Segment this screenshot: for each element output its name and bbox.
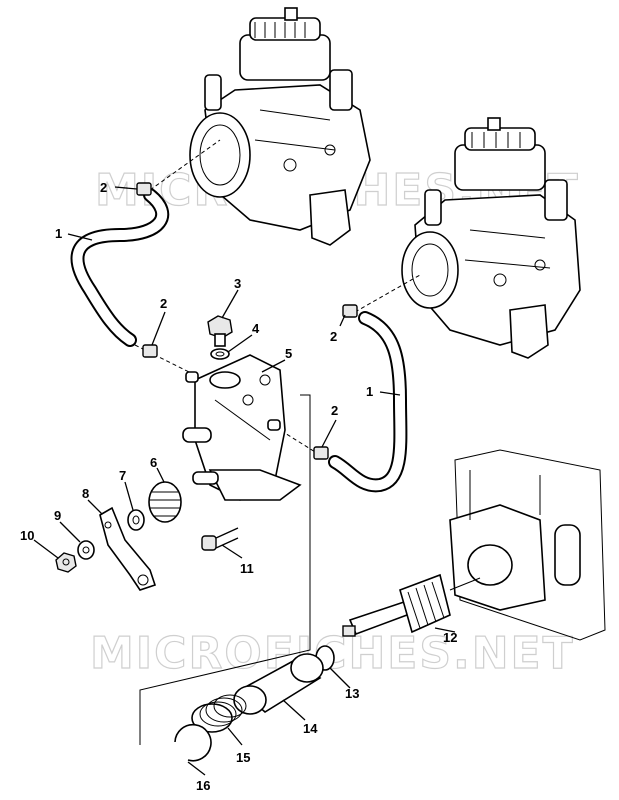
- carburetor-upper: [189, 7, 371, 246]
- oil-line-left: [70, 139, 221, 376]
- callout-2-right: 2: [330, 329, 337, 344]
- callout-labels: 1 1 2 2 2 2 3 4 5 6 7 8 9 10 11 12 13 14…: [20, 180, 457, 793]
- callout-2-top: 2: [100, 180, 107, 195]
- callout-3: 3: [234, 276, 241, 291]
- leader-lines: [33, 186, 456, 776]
- callout-4: 4: [252, 321, 260, 336]
- callout-9: 9: [54, 508, 61, 523]
- callout-1-right: 1: [366, 384, 373, 399]
- callout-15: 15: [236, 750, 250, 765]
- sleeve: [233, 653, 324, 715]
- callout-5: 5: [285, 346, 292, 361]
- screw: [201, 527, 239, 551]
- callout-2-mid-left: 2: [160, 296, 167, 311]
- callout-1-left: 1: [55, 226, 62, 241]
- callout-6: 6: [150, 455, 157, 470]
- callout-16: 16: [196, 778, 210, 793]
- drive-gear-shaft: [342, 573, 481, 637]
- coil-spring: [191, 694, 247, 733]
- oil-pump: [182, 354, 302, 501]
- callout-10: 10: [20, 528, 34, 543]
- circlip: [174, 723, 212, 762]
- callout-11: 11: [240, 561, 254, 576]
- callout-12: 12: [443, 630, 457, 645]
- callout-7: 7: [119, 468, 126, 483]
- assembly-bracket: [139, 394, 311, 745]
- carburetor-lower: [401, 117, 581, 359]
- callout-14: 14: [303, 721, 318, 736]
- callout-13: 13: [345, 686, 359, 701]
- control-lever: [55, 506, 157, 591]
- gear-spring-washer: [127, 481, 182, 531]
- callout-8: 8: [82, 486, 89, 501]
- callout-2-mid-right: 2: [331, 403, 338, 418]
- crankcase: [449, 449, 606, 641]
- bolt-and-washer: [207, 315, 233, 360]
